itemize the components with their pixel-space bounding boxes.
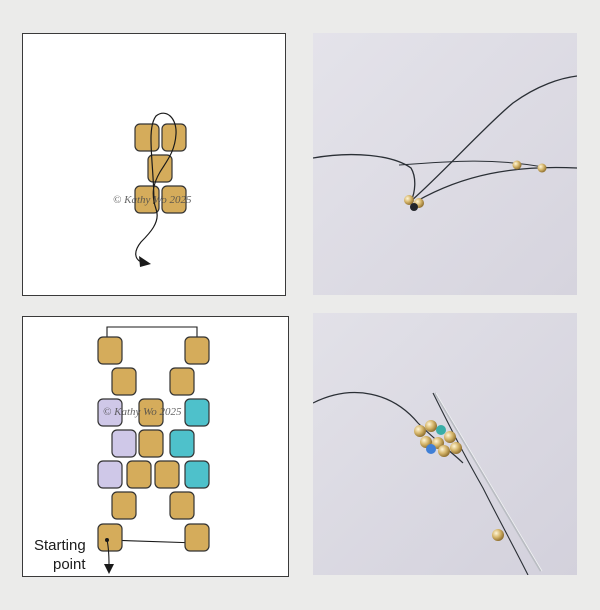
start-label-line1: Starting (34, 537, 86, 554)
bead (436, 425, 446, 435)
bead (184, 398, 210, 427)
bead (512, 160, 522, 170)
watermark: © Kathy Wo 2025 (113, 194, 192, 206)
photo-step-2 (313, 313, 577, 575)
bead (134, 123, 160, 152)
bead (126, 460, 152, 489)
bead (138, 398, 164, 427)
bead (425, 420, 437, 432)
bead (97, 523, 123, 552)
thread-path (135, 112, 177, 263)
arrow-head (139, 256, 151, 267)
start-label-line2: point (53, 556, 86, 573)
bead (169, 491, 195, 520)
bead (184, 523, 210, 552)
bead (97, 336, 123, 365)
bead (426, 444, 436, 454)
bead (537, 163, 547, 173)
bead (444, 431, 456, 443)
bead (169, 367, 195, 396)
diagram-step-2: © Kathy Wo 2025 Starting point (22, 316, 289, 577)
photo-step-1-svg (313, 33, 577, 295)
start-thread (106, 539, 110, 566)
diagram-step-1: © Kathy Wo 2025 (22, 33, 286, 296)
bead (111, 491, 137, 520)
arrow-head (104, 564, 114, 574)
photo-step-2-svg (313, 313, 577, 575)
bead (438, 445, 450, 457)
bead (184, 336, 210, 365)
photo-background (313, 33, 577, 295)
bead (414, 425, 426, 437)
bead (161, 185, 187, 214)
diagram-step-1-svg: © Kathy Wo 2025 (113, 112, 192, 267)
photo-step-1 (313, 33, 577, 295)
bead (154, 460, 180, 489)
bead (161, 123, 187, 152)
watermark: © Kathy Wo 2025 (103, 406, 182, 418)
bead (111, 429, 137, 458)
bead (138, 429, 164, 458)
bead (184, 460, 210, 489)
bead (450, 442, 462, 454)
bead (404, 195, 414, 205)
bead (169, 429, 195, 458)
bead (492, 529, 504, 541)
bead (111, 367, 137, 396)
photo-background (313, 313, 577, 575)
bead (97, 398, 123, 427)
bead (97, 460, 123, 489)
bead (410, 203, 418, 211)
start-dot (105, 538, 109, 542)
diagram-step-2-svg: © Kathy Wo 2025 Starting point (34, 326, 210, 574)
needle (433, 392, 543, 572)
